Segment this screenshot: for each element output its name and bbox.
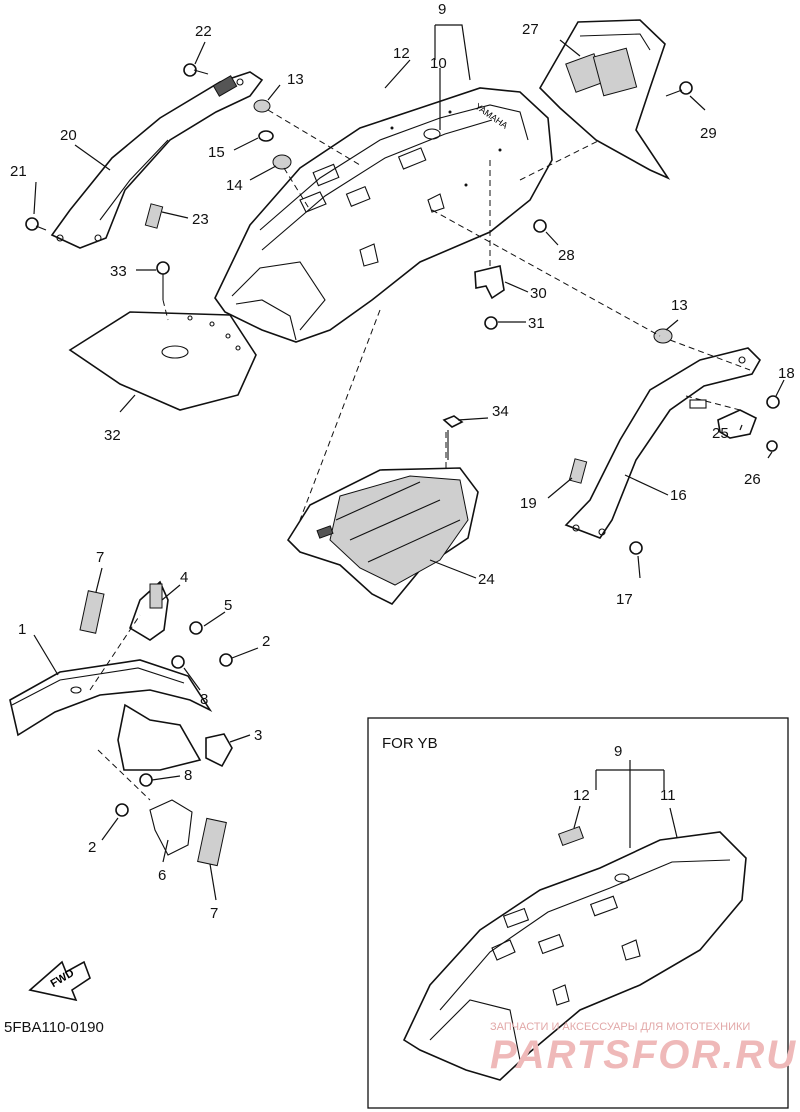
callout-30: 30 xyxy=(530,285,547,302)
callout-32: 32 xyxy=(104,427,121,444)
callout-18: 18 xyxy=(778,365,795,382)
grab-bar-right xyxy=(564,347,761,539)
callout-13b: 13 xyxy=(671,297,688,314)
watermark: ЗАПЧАСТИ И АКСЕССУАРЫ ДЛЯ МОТОТЕХНИКИ PA… xyxy=(490,1021,797,1077)
callout-16: 16 xyxy=(670,487,687,504)
callout-34: 34 xyxy=(492,403,509,420)
mud-flap xyxy=(68,311,257,411)
callout-8a: 8 xyxy=(200,691,208,708)
callout-28: 28 xyxy=(558,247,575,264)
inset-title: FOR YB xyxy=(382,735,438,752)
callout-23: 23 xyxy=(192,211,209,228)
fwd-arrow-icon: FWD xyxy=(28,960,91,1002)
callout-31: 31 xyxy=(528,315,545,332)
callout-22: 22 xyxy=(195,23,212,40)
callout-21: 21 xyxy=(10,163,27,180)
front-fender-stay-lower xyxy=(117,703,202,856)
callout-3: 3 xyxy=(254,727,262,744)
callout-5: 5 xyxy=(224,597,232,614)
callout-25: 25 xyxy=(712,425,729,442)
inset-callout-9: 9 xyxy=(614,743,622,760)
callout-6: 6 xyxy=(158,867,166,884)
front-reflectors xyxy=(79,590,233,867)
callout-33: 33 xyxy=(110,263,127,280)
callout-7b: 7 xyxy=(210,905,218,922)
callout-4: 4 xyxy=(180,569,188,586)
callout-14: 14 xyxy=(226,177,243,194)
tail-light xyxy=(539,19,671,180)
inset-for-yb: FOR YB 9 12 11 xyxy=(367,717,789,1109)
leader-lines xyxy=(33,24,785,901)
callout-9: 9 xyxy=(438,1,446,18)
callout-15: 15 xyxy=(208,144,225,161)
diagram-code: 5FBA110-0190 xyxy=(4,1019,104,1036)
callout-20: 20 xyxy=(60,127,77,144)
watermark-tagline: ЗАПЧАСТИ И АКСЕССУАРЫ ДЛЯ МОТОТЕХНИКИ xyxy=(490,1021,750,1033)
callout-13a: 13 xyxy=(287,71,304,88)
fasteners xyxy=(25,63,780,555)
callout-27: 27 xyxy=(522,21,539,38)
front-fender-stay-upper xyxy=(129,580,169,641)
watermark-logo: PARTSFOR.RU xyxy=(490,1033,797,1077)
callouts: 9 12 10 22 13 20 15 14 21 23 33 32 27 29… xyxy=(10,1,795,922)
license-bracket xyxy=(474,265,505,300)
reflector-left xyxy=(144,203,164,229)
inset-callout-11: 11 xyxy=(660,787,676,804)
callout-1: 1 xyxy=(18,621,26,638)
callout-19: 19 xyxy=(520,495,537,512)
front-fender xyxy=(9,659,213,737)
callout-7a: 7 xyxy=(96,549,104,566)
callout-12: 12 xyxy=(393,45,410,62)
inset-callout-12: 12 xyxy=(573,787,590,804)
callout-10: 10 xyxy=(430,55,447,72)
callout-26: 26 xyxy=(744,471,761,488)
front-fasteners xyxy=(115,621,233,817)
rear-fender: YAMAHA xyxy=(214,87,553,343)
callout-24: 24 xyxy=(478,571,495,588)
callout-29: 29 xyxy=(700,125,717,142)
callout-17: 17 xyxy=(616,591,633,608)
reflector-right xyxy=(568,458,588,484)
callout-2a: 2 xyxy=(262,633,270,650)
callout-2b: 2 xyxy=(88,839,96,856)
inner-fender-guard xyxy=(286,467,479,606)
grab-bar-left xyxy=(50,71,264,249)
assembly-lines xyxy=(89,109,751,801)
callout-8b: 8 xyxy=(184,767,192,784)
